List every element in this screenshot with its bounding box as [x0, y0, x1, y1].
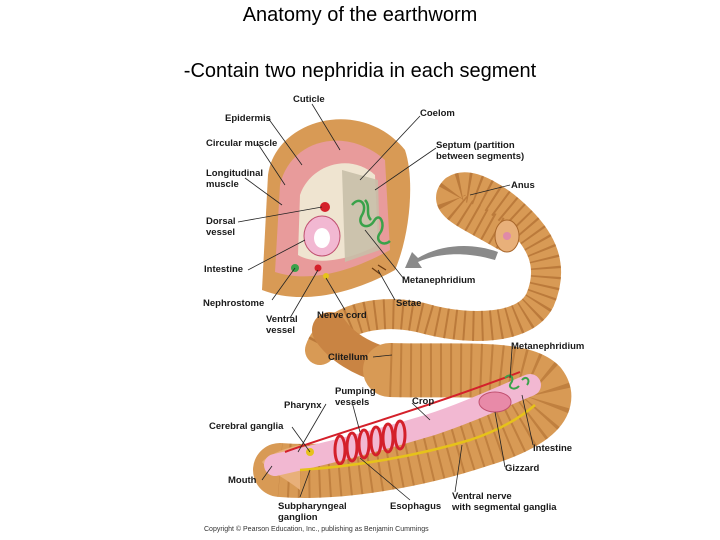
- label-pumping-2: vessels: [335, 397, 369, 408]
- label-mouth: Mouth: [228, 475, 257, 486]
- label-metanephridium-bottom: Metanephridium: [511, 341, 584, 352]
- label-crop: Crop: [412, 396, 434, 407]
- label-cuticle: Cuticle: [293, 94, 325, 105]
- label-nephrostome: Nephrostome: [203, 298, 264, 309]
- copyright-note: Copyright © Pearson Education, Inc., pub…: [204, 526, 429, 533]
- label-esophagus: Esophagus: [390, 501, 441, 512]
- label-septum-2: between segments): [436, 151, 524, 162]
- label-clitellum: Clitellum: [328, 352, 368, 363]
- label-ventral-vessel-1: Ventral: [266, 314, 298, 325]
- label-intestine-bottom: Intestine: [533, 443, 572, 454]
- label-nerve-cord: Nerve cord: [317, 310, 367, 321]
- label-pharynx: Pharynx: [284, 400, 322, 411]
- label-gizzard: Gizzard: [505, 463, 540, 474]
- gizzard: [479, 392, 511, 412]
- label-coelom: Coelom: [420, 108, 455, 119]
- label-setae: Setae: [396, 298, 421, 309]
- label-ventral-vessel-2: vessel: [266, 325, 295, 336]
- label-ventral-nerve-2: with segmental ganglia: [451, 502, 557, 513]
- label-intestine-top: Intestine: [204, 264, 243, 275]
- label-longitudinal-1: Longitudinal: [206, 168, 263, 179]
- magnify-arrow: [405, 246, 498, 268]
- label-anus: Anus: [511, 180, 535, 191]
- label-subpharyngeal-2: ganglion: [278, 512, 318, 523]
- label-subpharyngeal-1: Subpharyngeal: [278, 501, 347, 512]
- label-epidermis: Epidermis: [225, 113, 271, 124]
- label-septum-1: Septum (partition: [436, 140, 515, 151]
- label-pumping-1: Pumping: [335, 386, 376, 397]
- label-cerebral-ganglia: Cerebral ganglia: [209, 421, 284, 432]
- label-ventral-nerve-1: Ventral nerve: [452, 491, 512, 502]
- label-dorsal-1: Dorsal: [206, 216, 236, 227]
- label-circular-muscle: Circular muscle: [206, 138, 277, 149]
- label-dorsal-2: vessel: [206, 227, 235, 238]
- label-metanephridium-top: Metanephridium: [402, 275, 475, 286]
- label-longitudinal-2: muscle: [206, 179, 239, 190]
- cross-section: [262, 119, 410, 297]
